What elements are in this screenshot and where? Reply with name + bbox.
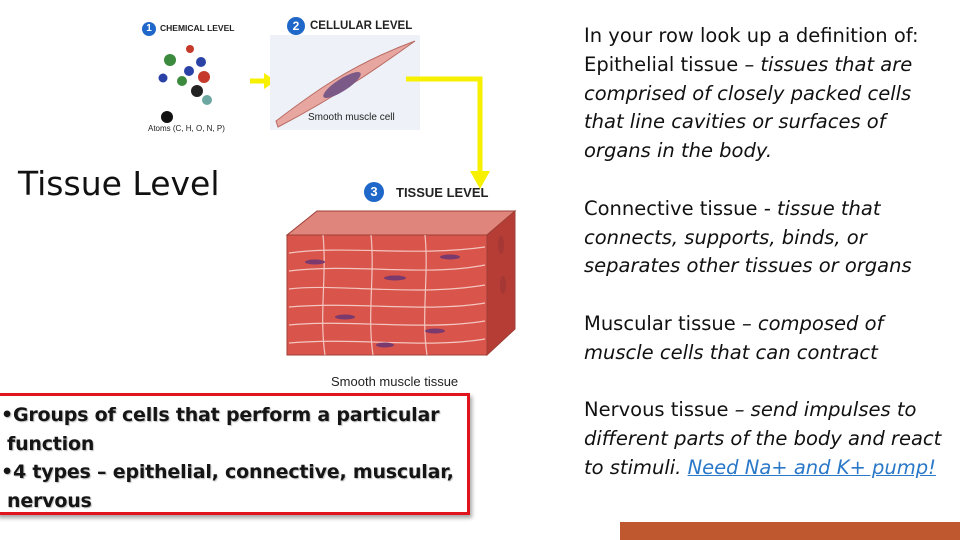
- bullet-groups-of-cells: •Groups of cells that perform a particul…: [1, 404, 440, 426]
- atom-icon: [202, 95, 212, 105]
- bullet-four-types-continued: nervous: [7, 490, 92, 512]
- smooth-muscle-cell-caption: Smooth muscle cell: [308, 112, 395, 123]
- muscular-term: Muscular tissue: [584, 311, 736, 335]
- tissue-level-label: TISSUE LEVEL: [396, 185, 489, 200]
- atom-icon: [184, 66, 194, 76]
- epithelial-def-text: – tissues that are comprised of closely …: [584, 52, 913, 163]
- key-points-box: •Groups of cells that perform a particul…: [0, 393, 470, 515]
- muscular-definition: Muscular tissue – composed of muscle cel…: [584, 310, 954, 368]
- pump-link[interactable]: Need Na+ and K+ pump!: [687, 455, 936, 479]
- smooth-muscle-tissue-caption: Smooth muscle tissue: [331, 374, 459, 389]
- definitions-column: In your row look up a definition of: Epi…: [584, 22, 954, 483]
- atom-icon: [161, 111, 173, 123]
- arrow-down-icon: [406, 76, 490, 189]
- slide-title: Tissue Level: [18, 164, 220, 203]
- atom-icon: [186, 45, 194, 53]
- atom-icon: [191, 85, 203, 97]
- atom-icon: [158, 73, 168, 83]
- bullet-four-types: •4 types – epithelial, connective, muscu…: [1, 461, 454, 483]
- chemical-level-label: CHEMICAL LEVEL: [160, 23, 235, 33]
- step-3-badge: 3: [364, 182, 384, 202]
- nervous-term: Nervous tissue: [584, 398, 729, 422]
- nervous-def-text: – send impulses to different parts of th…: [584, 398, 942, 479]
- connective-def-text: - tissue that connects, supports, binds,…: [584, 196, 912, 278]
- connective-definition: Connective tissue - tissue that connects…: [584, 195, 954, 281]
- smooth-muscle-cell-illustration: [270, 35, 420, 130]
- atoms-caption: Atoms (C, H, O, N, P): [148, 124, 225, 133]
- epithelial-definition: Epithelial tissue – tissues that are com…: [584, 51, 954, 166]
- atoms-illustration: [158, 45, 212, 123]
- smooth-muscle-tissue-illustration: [285, 209, 517, 357]
- step-1-badge: 1: [142, 22, 156, 36]
- atom-icon: [196, 57, 206, 67]
- atom-icon: [164, 54, 176, 66]
- muscular-def-text: – composed of muscle cells that can cont…: [584, 311, 884, 364]
- bullet-groups-of-cells-continued: function: [7, 433, 95, 455]
- atom-icon: [177, 76, 187, 86]
- cellular-level-label: CELLULAR LEVEL: [310, 20, 413, 32]
- bottom-white-band: [0, 522, 620, 540]
- levels-of-organization-figure: 1 CHEMICAL LEVEL Atoms (C, H, O, N, P) 2…: [130, 10, 520, 395]
- instructions-text: In your row look up a definition of:: [584, 24, 919, 47]
- step-2-badge: 2: [287, 17, 305, 35]
- nervous-definition: Nervous tissue – send impulses to differ…: [584, 396, 954, 482]
- epithelial-term: Epithelial tissue: [584, 52, 739, 76]
- connective-term: Connective tissue: [584, 196, 758, 220]
- atom-icon: [198, 71, 210, 83]
